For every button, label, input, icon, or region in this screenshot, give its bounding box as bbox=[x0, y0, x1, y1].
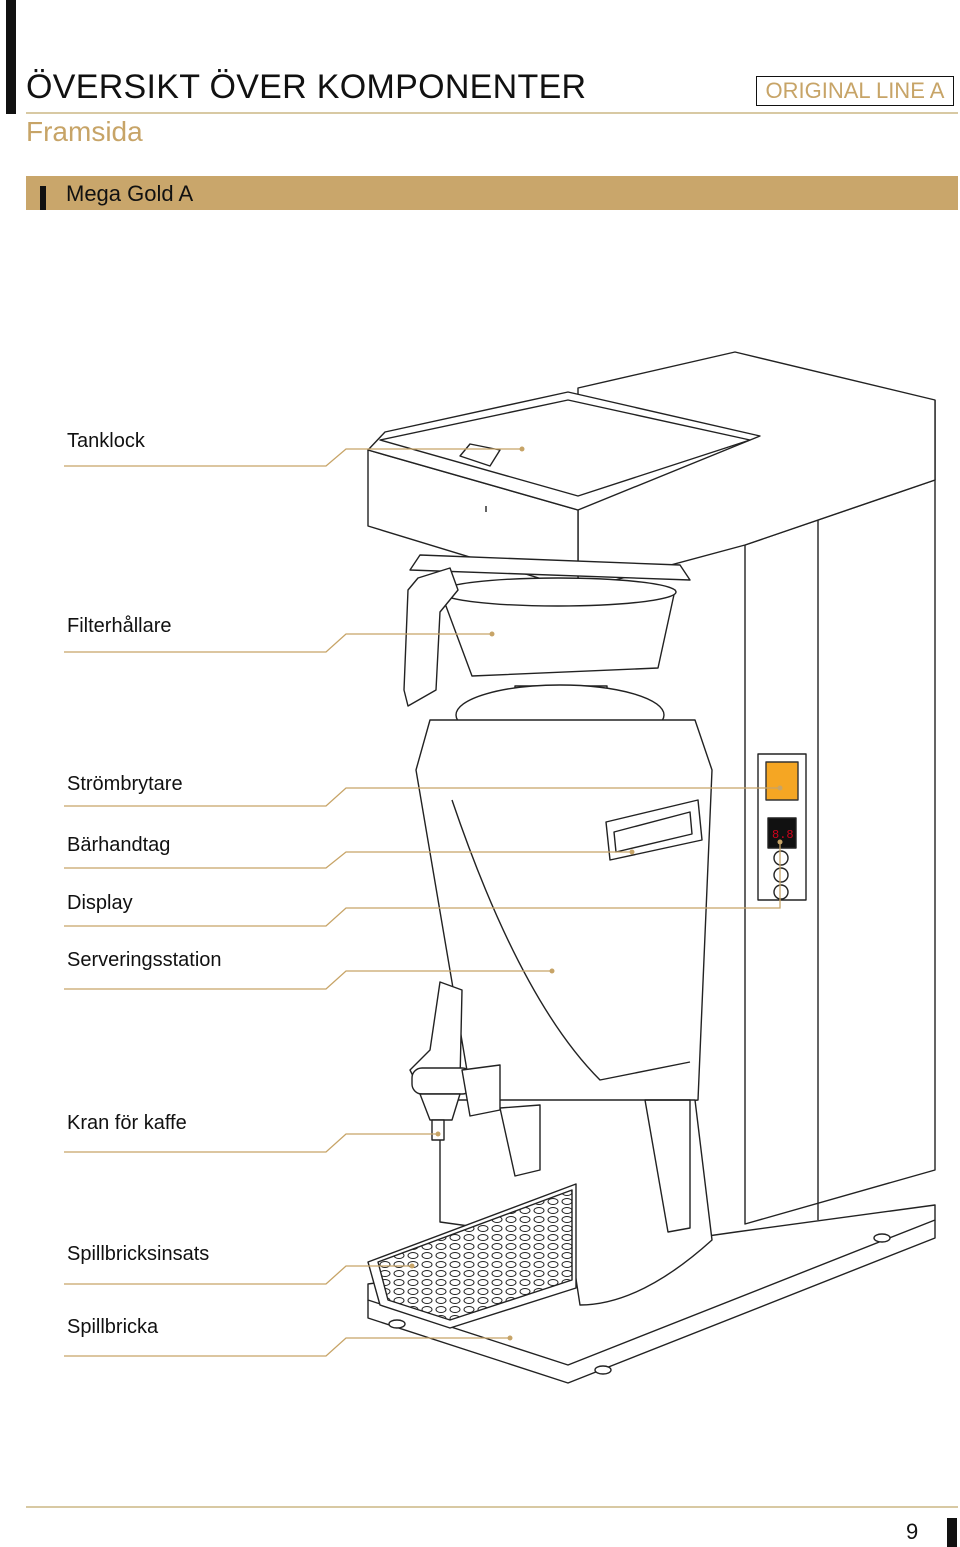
leader-dot-kran bbox=[435, 1131, 441, 1137]
label-strombrytare: Strömbrytare bbox=[67, 773, 183, 795]
tank-lid-inner bbox=[379, 399, 751, 497]
label-barhandtag: Bärhandtag bbox=[67, 834, 171, 856]
display-digits: 8.8 bbox=[772, 828, 794, 842]
footer-divider bbox=[26, 1506, 958, 1508]
base-foot-front bbox=[594, 1365, 612, 1375]
leader-line-serveringsstation bbox=[64, 970, 552, 990]
label-spillbricka: Spillbricka bbox=[67, 1316, 159, 1338]
button-down-icon bbox=[773, 867, 789, 883]
coffee-tap-valve bbox=[419, 1093, 461, 1121]
label-display: Display bbox=[67, 892, 133, 914]
footer-accent-bar bbox=[947, 1518, 957, 1547]
leader-dot-spillbricka bbox=[507, 1335, 513, 1341]
leader-line-display bbox=[64, 842, 781, 927]
base-plate-edge bbox=[367, 1220, 936, 1384]
filter-holder-handle bbox=[403, 567, 459, 707]
carry-handle-inner bbox=[613, 811, 693, 853]
base-foot-right bbox=[873, 1233, 891, 1243]
filter-holder-rim bbox=[439, 577, 677, 607]
drip-tray-insert bbox=[377, 1189, 573, 1321]
page-number: 9 bbox=[906, 1519, 919, 1544]
coffee-tap-mount bbox=[461, 1064, 501, 1117]
model-name: Mega Gold A bbox=[66, 181, 194, 206]
stand-cutout-right bbox=[644, 1099, 691, 1233]
stand-cutout-left bbox=[499, 1104, 541, 1177]
spray-head bbox=[409, 554, 691, 581]
header-divider bbox=[26, 112, 958, 114]
label-kran-for-kaffe: Kran för kaffe bbox=[67, 1112, 187, 1134]
leader-line-strombrytare bbox=[64, 787, 780, 807]
label-tanklock: Tanklock bbox=[67, 430, 145, 452]
leader-dot-display bbox=[777, 839, 783, 845]
model-section-band: Mega Gold A bbox=[26, 176, 958, 210]
header-accent-bar bbox=[6, 0, 16, 114]
leader-dot-serveringsstation bbox=[549, 968, 555, 974]
coffee-tap-spout bbox=[431, 1119, 445, 1141]
section-marker bbox=[40, 186, 46, 210]
base-foot-left bbox=[388, 1319, 406, 1329]
leader-line-spillbricka bbox=[64, 1337, 510, 1357]
button-up-icon bbox=[773, 850, 789, 866]
leader-line-spillbricksinsats bbox=[64, 1265, 412, 1285]
leader-dot-filterhallare bbox=[489, 631, 495, 637]
label-spillbricksinsats: Spillbricksinsats bbox=[67, 1243, 210, 1265]
leader-line-barhandtag bbox=[64, 851, 632, 869]
leader-dot-barhandtag bbox=[629, 849, 635, 855]
leader-line-filterhallare bbox=[64, 633, 492, 653]
power-switch bbox=[765, 761, 799, 801]
button-enter-icon bbox=[773, 884, 789, 900]
page-subtitle: Framsida bbox=[26, 116, 143, 147]
label-serveringsstation: Serveringsstation bbox=[67, 949, 222, 971]
product-line-badge: ORIGINAL LINE A bbox=[756, 76, 954, 106]
label-filterhallare: Filterhållare bbox=[67, 615, 172, 637]
leader-dot-spillbricksinsats bbox=[409, 1263, 415, 1269]
leader-line-tanklock bbox=[64, 448, 522, 467]
tank-body-curve bbox=[451, 799, 691, 1081]
leader-line-kran bbox=[64, 1133, 438, 1153]
leader-dot-strombrytare bbox=[777, 785, 783, 791]
leader-dot-tanklock bbox=[519, 446, 525, 452]
page-title: ÖVERSIKT ÖVER KOMPONENTER bbox=[26, 68, 587, 106]
